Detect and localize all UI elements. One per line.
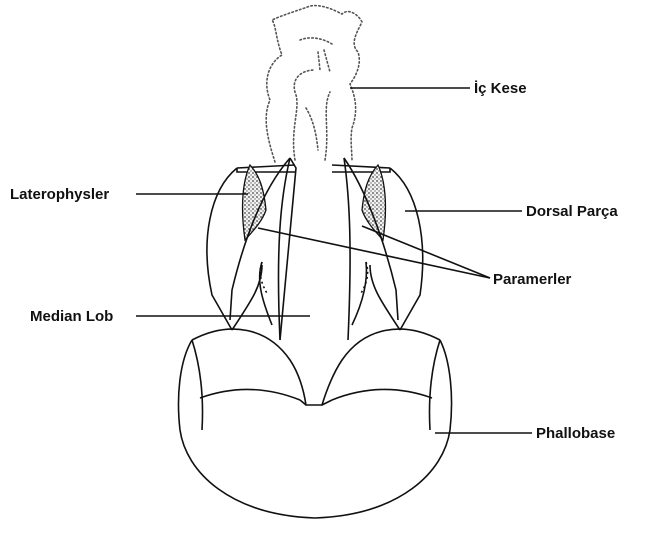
dorsal-piece-drawing <box>207 165 423 330</box>
leader-paramerler-2 <box>362 226 490 278</box>
internal-sac-drawing <box>266 6 362 162</box>
leader-lines <box>136 88 532 433</box>
label-phallobase: Phallobase <box>536 425 615 442</box>
label-laterophysler: Laterophysler <box>10 186 109 203</box>
label-paramerler: Paramerler <box>493 271 572 288</box>
label-ic-kese: İç Kese <box>474 80 527 97</box>
label-median-lob: Median Lob <box>30 308 113 325</box>
label-dorsal-parca: Dorsal Parça <box>526 203 618 220</box>
leader-paramerler-1 <box>258 228 490 278</box>
phallobase-drawing <box>179 340 452 518</box>
median-lobe-drawing <box>192 262 440 405</box>
